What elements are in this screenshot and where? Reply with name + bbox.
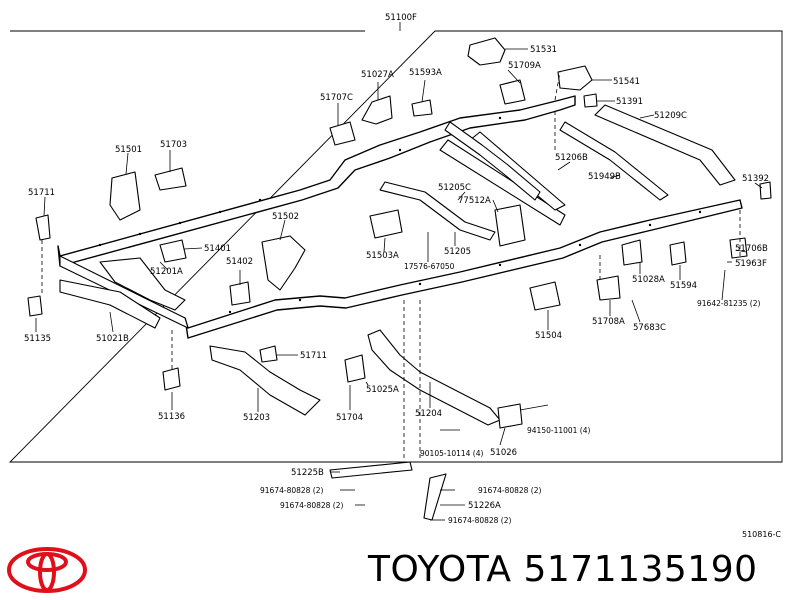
- part-label: 51028A: [632, 275, 665, 285]
- part-label: 91674-80828 (2): [478, 486, 542, 495]
- part-label: 51021B: [96, 334, 129, 344]
- part-label: 91674-80828 (2): [280, 501, 344, 510]
- part-label: 51392: [742, 174, 769, 184]
- part-label: 51204: [415, 409, 442, 419]
- part-label: 51541: [613, 77, 640, 87]
- part-label: 51703: [160, 140, 187, 150]
- part-label: 51708A: [592, 317, 625, 327]
- part-label: 51504: [535, 331, 562, 341]
- part-label: 51206B: [555, 153, 588, 163]
- part-label: 51501: [115, 145, 142, 155]
- part-labels: 51531 51709A 51541 51391 51209C 51027A 5…: [24, 45, 781, 539]
- part-label: 51502: [272, 212, 299, 222]
- bracket-parts: [27, 37, 772, 521]
- part-label: 91642-81235 (2): [697, 299, 761, 308]
- reference-code: 510816-C: [742, 530, 781, 539]
- part-label: 77512A: [458, 196, 491, 206]
- part-label: 51711: [28, 188, 55, 198]
- part-label: 51401: [204, 244, 231, 254]
- brand-part-number: TOYOTA 5171135190: [368, 549, 758, 590]
- border-part-label: 51100F: [385, 13, 417, 23]
- part-label: 51949B: [588, 172, 621, 182]
- part-label: 51205: [444, 247, 471, 257]
- part-label: 51709A: [508, 61, 541, 71]
- part-label: 51402: [226, 257, 253, 267]
- part-label: 51136: [158, 412, 185, 422]
- part-label: 51593A: [409, 68, 442, 78]
- part-label: 51205C: [438, 183, 471, 193]
- toyota-logo-icon: [7, 547, 87, 593]
- part-label: 51711: [300, 351, 327, 361]
- frame-rails: [57, 95, 743, 339]
- part-label: 51203: [243, 413, 270, 423]
- part-label: 51026: [490, 448, 517, 458]
- part-label: 51209C: [654, 111, 687, 121]
- part-label: 51706B: [735, 244, 768, 254]
- part-label: 51391: [616, 97, 643, 107]
- guide-lines: [41, 71, 741, 460]
- part-label: 91674-80828 (2): [448, 516, 512, 525]
- part-label: 51226A: [468, 501, 501, 511]
- part-label: 51225B: [291, 468, 324, 478]
- part-label: 51531: [530, 45, 557, 55]
- part-label: 51025A: [366, 385, 399, 395]
- part-label: 51135: [24, 334, 51, 344]
- part-label: 51027A: [361, 70, 394, 80]
- part-label: 51594: [670, 281, 697, 291]
- part-label: 51707C: [320, 93, 353, 103]
- part-label: 57683C: [633, 323, 666, 333]
- part-label: 51201A: [150, 267, 183, 277]
- part-label: 17576-67050: [404, 262, 455, 271]
- part-label: 51963F: [735, 259, 767, 269]
- leader-lines: [35, 48, 763, 521]
- part-label: 51704: [336, 413, 363, 423]
- part-label: 91674-80828 (2): [260, 486, 324, 495]
- part-label: 94150-11001 (4): [527, 426, 591, 435]
- part-label: 90105-10114 (4): [420, 449, 484, 458]
- part-label: 51503A: [366, 251, 399, 261]
